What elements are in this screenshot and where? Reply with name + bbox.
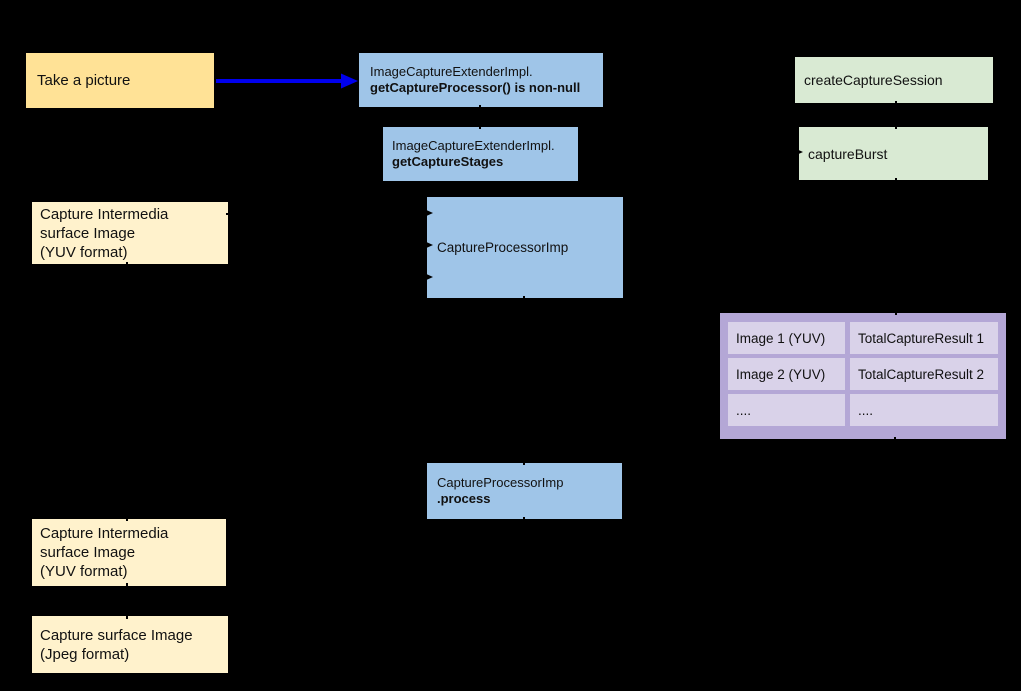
node-take-a-picture: Take a picture	[26, 53, 214, 108]
node-capture-processor-process: CaptureProcessorImp .process	[427, 463, 622, 519]
connector-into-processorimp-2	[320, 240, 433, 250]
node-capture-intermedia-surface-yuv-bottom: Capture Intermedia surface Image (YUV fo…	[32, 519, 226, 586]
table-cell-image-2: Image 2 (YUV)	[728, 358, 845, 390]
table-cell-result-1: TotalCaptureResult 1	[850, 322, 998, 354]
node-capture-processor-imp: CaptureProcessorImp	[427, 197, 623, 298]
node-label: Take a picture	[37, 72, 131, 89]
node-label: CaptureProcessorImp	[437, 240, 569, 255]
table-cell-result-2: TotalCaptureResult 2	[850, 358, 998, 390]
node-label: Capture Intermedia surface Image (YUV fo…	[40, 525, 169, 580]
node-label-line2: getCaptureStages	[392, 154, 504, 169]
node-label-line2: .process	[437, 491, 491, 506]
node-label-line1: ImageCaptureExtenderImpl.	[392, 137, 555, 153]
node-label: captureBurst	[808, 145, 888, 162]
capture-results-table: Image 1 (YUV) TotalCaptureResult 1 Image…	[720, 313, 1006, 439]
node-label: Capture surface Image (Jpeg format)	[40, 626, 193, 663]
node-create-capture-session: createCaptureSession	[795, 57, 993, 103]
node-label-line1: ImageCaptureExtenderImpl.	[370, 63, 533, 79]
node-label: createCaptureSession	[804, 72, 943, 88]
table-cell-image-more: ....	[728, 394, 845, 426]
node-label-line2: getCaptureProcessor() is non-null	[370, 80, 581, 95]
node-get-capture-stages: ImageCaptureExtenderImpl. getCaptureStag…	[383, 127, 578, 181]
node-capture-burst: captureBurst	[799, 127, 988, 180]
table-cell-result-more: ....	[850, 394, 998, 426]
node-capture-intermedia-surface-yuv-top: Capture Intermedia surface Image (YUV fo…	[32, 202, 228, 264]
arrow-take-picture-to-get-capture-processor	[216, 73, 358, 89]
node-capture-surface-jpeg: Capture surface Image (Jpeg format)	[32, 616, 228, 673]
node-label-line1: CaptureProcessorImp	[437, 474, 564, 490]
connector-intermedia-to-processorimp-1	[225, 208, 433, 218]
connector-stages-to-burst	[579, 147, 803, 157]
node-label: Capture Intermedia surface Image (YUV fo…	[40, 205, 169, 261]
table-cell-image-1: Image 1 (YUV)	[728, 322, 845, 354]
node-get-capture-processor: ImageCaptureExtenderImpl. getCaptureProc…	[359, 53, 603, 107]
connector-into-processorimp-3	[320, 272, 433, 282]
